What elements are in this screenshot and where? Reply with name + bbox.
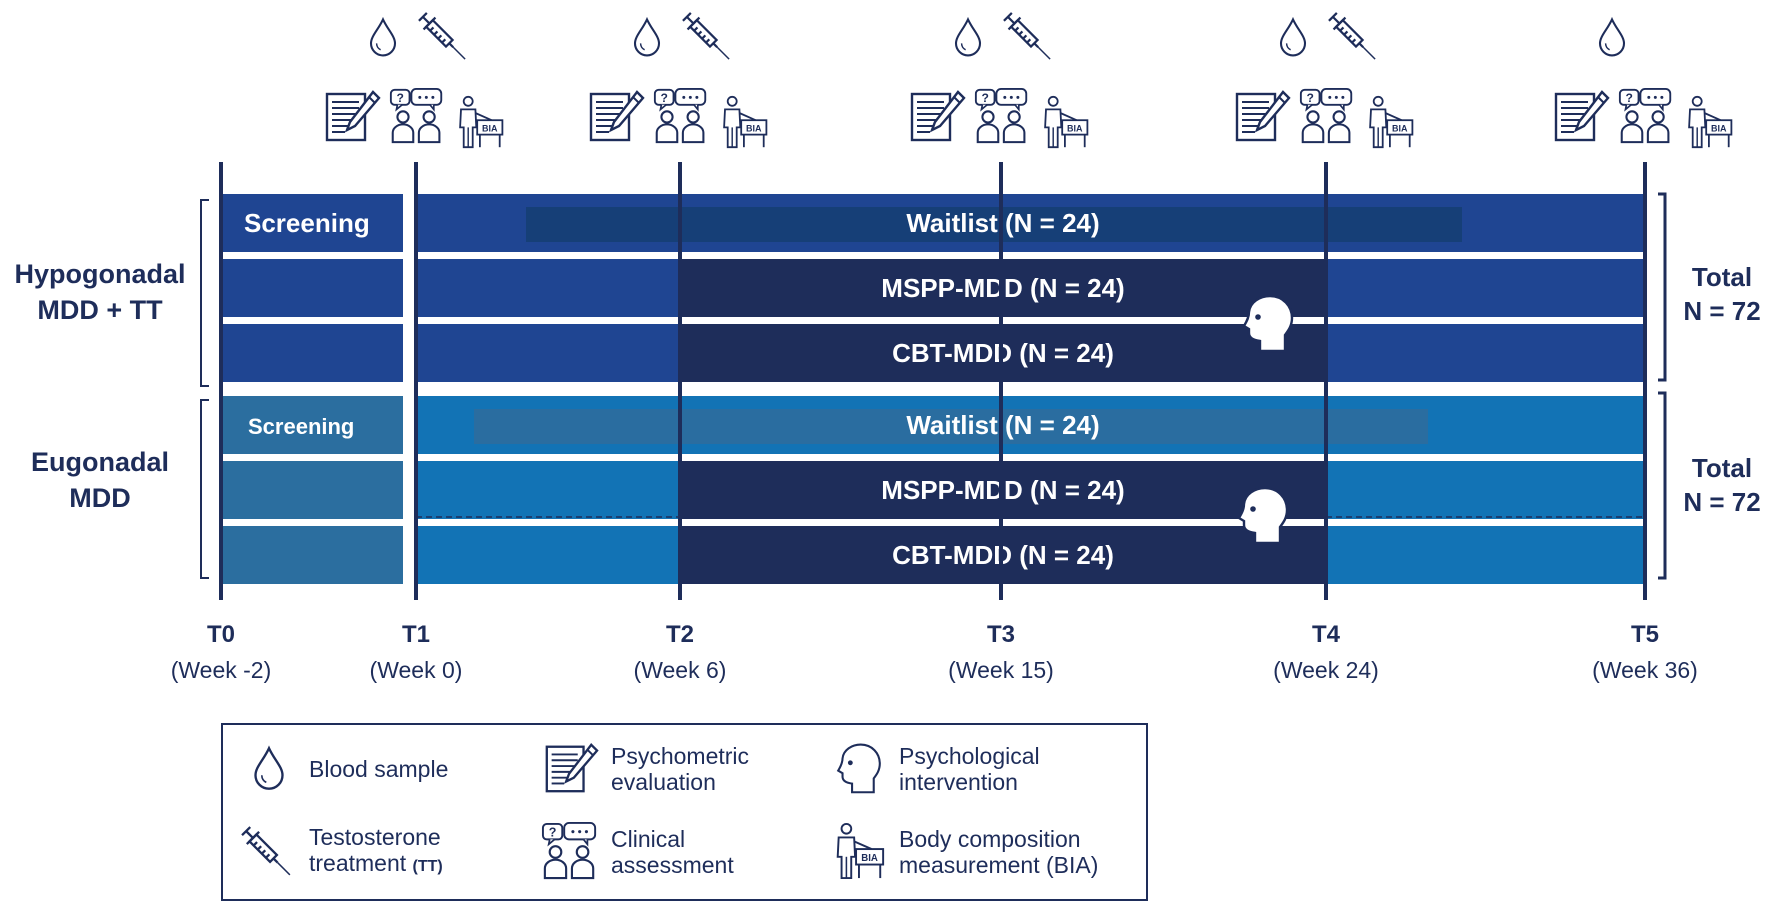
clinical-assessment-icon xyxy=(541,822,597,880)
hypogonadal-screening-segment-0 xyxy=(221,194,403,252)
blood-drop-icon xyxy=(1279,18,1307,57)
hypogonadal-label-line2: MDD + TT xyxy=(37,295,163,325)
timepoint-name: T0 xyxy=(206,621,235,648)
clinical-assessment-icon xyxy=(974,87,1028,144)
group-brackets xyxy=(200,192,1667,580)
timepoint-week: (Week 0) xyxy=(369,657,463,683)
legend-clinical-line2: assessment xyxy=(611,852,734,878)
eugonadal-label-line2: MDD xyxy=(69,483,131,513)
eugonadal-left-bracket xyxy=(200,399,209,579)
legend-body-line1: Body composition xyxy=(899,826,1081,852)
psychometric-evaluation-icon xyxy=(910,90,966,142)
legend-psychological-line2: intervention xyxy=(899,769,1018,795)
legend-psychometric-line2: evaluation xyxy=(611,769,716,795)
timepoint-week: (Week -2) xyxy=(170,657,272,683)
syringe-icon xyxy=(1001,9,1057,67)
psychometric-evaluation-icon xyxy=(589,90,645,142)
syringe-icon xyxy=(416,9,472,67)
hypogonadal-right-bracket xyxy=(1658,192,1667,382)
eugonadal-screening-segment-2 xyxy=(221,526,403,584)
timepoint-name: T4 xyxy=(1311,621,1340,648)
assessment-icons xyxy=(325,9,1733,149)
legend-clinical-assessment: Clinical assessment xyxy=(541,822,734,882)
psychometric-evaluation-icon xyxy=(1554,90,1610,142)
eugonadal-total-line2: N = 72 xyxy=(1683,487,1761,517)
arm-bars: Waitlist (N = 24)MSPP-MDD (N = 24)CBT-MD… xyxy=(221,194,1645,584)
hypogonadal-total-line2: N = 72 xyxy=(1683,296,1761,326)
legend-psychological-line1: Psychological xyxy=(899,743,1040,769)
timepoint-name: T1 xyxy=(401,621,430,648)
psychometric-evaluation-icon xyxy=(1235,90,1291,142)
legend-body-line2: measurement (BIA) xyxy=(899,852,1099,878)
timepoint-label-t5: T5 (Week 36) xyxy=(1565,621,1725,684)
eugonadal-total-line1: Total xyxy=(1691,453,1753,483)
bia-measurement-icon xyxy=(1368,95,1414,149)
bia-measurement-icon xyxy=(1043,95,1089,149)
legend-blood-sample: Blood sample xyxy=(239,739,448,799)
syringe-icon xyxy=(680,9,736,67)
clinical-assessment-icon xyxy=(1299,87,1353,144)
blood-drop-icon xyxy=(633,18,661,57)
timepoint-week: (Week 24) xyxy=(1273,657,1379,683)
timepoint-name: T2 xyxy=(665,621,694,648)
eugonadal-total: Total N = 72 xyxy=(1672,451,1772,519)
hypogonadal-total: Total N = 72 xyxy=(1672,260,1772,328)
timepoint-label-t3: T3 (Week 15) xyxy=(921,621,1081,684)
timepoint-label-t1: T1 (Week 0) xyxy=(336,621,496,684)
timepoint-label-t2: T2 (Week 6) xyxy=(600,621,760,684)
eugonadal-screening-segment-1 xyxy=(221,461,403,519)
timepoint-week: (Week 6) xyxy=(633,657,727,683)
legend-body-composition: Body composition measurement (BIA) xyxy=(829,822,1098,882)
timepoint-week: (Week 36) xyxy=(1592,657,1698,683)
legend-testosterone-line1: Testosterone xyxy=(309,824,441,850)
timepoint-lines xyxy=(219,162,1647,600)
eugonadal-right-bracket xyxy=(1658,391,1667,580)
psychometric-evaluation-icon xyxy=(545,743,599,793)
legend: Blood sample Psychometric evaluation Psy… xyxy=(221,723,1148,901)
hypogonadal-total-line1: Total xyxy=(1691,262,1753,292)
eugonadal-waitlist-inner xyxy=(474,409,1428,444)
legend-psychometric: Psychometric evaluation xyxy=(541,739,749,799)
syringe-icon xyxy=(239,824,297,882)
hypogonadal-screening-segment-2 xyxy=(221,324,403,382)
psychometric-evaluation-icon xyxy=(325,90,381,142)
blood-drop-icon xyxy=(254,747,284,790)
bia-measurement-icon xyxy=(458,95,504,149)
clinical-assessment-icon xyxy=(389,87,443,144)
timepoint-name: T5 xyxy=(1630,621,1659,648)
hypogonadal-screening-label: Screening xyxy=(244,208,370,238)
syringe-icon xyxy=(1326,9,1382,67)
timepoint-label-t4: T4 (Week 24) xyxy=(1246,621,1406,684)
hypogonadal-left-bracket xyxy=(200,199,209,387)
legend-psychometric-line1: Psychometric xyxy=(611,743,750,769)
blood-drop-icon xyxy=(369,18,397,57)
timepoint-name: T3 xyxy=(986,621,1015,648)
eugonadal-label-line1: Eugonadal xyxy=(30,447,169,477)
legend-testosterone-abbr: (TT) xyxy=(412,858,443,875)
clinical-assessment-icon xyxy=(1618,87,1672,144)
bia-measurement-icon xyxy=(1687,95,1733,149)
legend-testosterone-line2: treatment xyxy=(309,850,407,876)
hypogonadal-group-label: Hypogonadal MDD + TT xyxy=(0,256,200,328)
timepoint-week: (Week 15) xyxy=(948,657,1054,683)
eugonadal-group-label: Eugonadal MDD xyxy=(0,444,200,516)
blood-drop-icon xyxy=(1598,18,1626,57)
eugonadal-screening-label: Screening xyxy=(248,414,354,439)
hypogonadal-screening-segment-1 xyxy=(221,259,403,317)
legend-clinical-line1: Clinical xyxy=(611,826,686,852)
legend-blood-text: Blood sample xyxy=(309,756,449,782)
psychological-intervention-icon xyxy=(837,743,881,794)
eugonadal-screening-segment-0 xyxy=(221,396,403,454)
bia-measurement-icon xyxy=(836,822,885,880)
clinical-assessment-icon xyxy=(653,87,707,144)
blood-drop-icon xyxy=(954,18,982,57)
timepoint-label-t0: T0 (Week -2) xyxy=(141,621,301,684)
legend-testosterone: Testosterone treatment (TT) xyxy=(239,822,443,882)
legend-psychological-intervention: Psychological intervention xyxy=(829,739,1040,799)
bia-measurement-icon xyxy=(722,95,768,149)
hypogonadal-label-line1: Hypogonadal xyxy=(14,259,186,289)
